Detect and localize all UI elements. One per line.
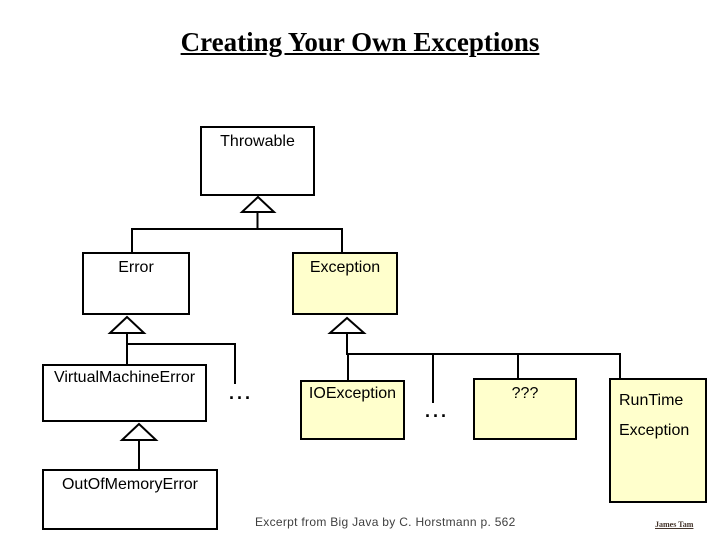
class-node-io-exception: IOException bbox=[300, 380, 405, 440]
class-node-label: IOException bbox=[308, 385, 397, 402]
class-node-label-line1: RunTime bbox=[619, 392, 684, 409]
class-node-label: VirtualMachineError bbox=[53, 369, 196, 386]
inheritance-arrow-throwable bbox=[239, 195, 277, 213]
class-node-label-line2: Exception bbox=[619, 422, 690, 439]
author-credit: James Tam bbox=[655, 520, 694, 529]
class-node-label: Throwable bbox=[220, 133, 295, 150]
class-node-out-of-memory-error: OutOfMemoryError bbox=[42, 469, 218, 530]
class-node-label: Error bbox=[118, 259, 154, 276]
inheritance-arrow-exception bbox=[327, 316, 367, 334]
page-title: Creating Your Own Exceptions bbox=[180, 27, 540, 57]
class-node-label: OutOfMemoryError bbox=[61, 476, 198, 493]
class-node-runtime-exception: RunTime Exception bbox=[609, 378, 707, 503]
ellipsis-exception-children: ... bbox=[425, 401, 450, 421]
inheritance-arrow-error bbox=[107, 315, 147, 334]
ellipsis-error-children: ... bbox=[229, 383, 254, 403]
class-node-virtual-machine-error: VirtualMachineError bbox=[42, 364, 207, 422]
inheritance-arrow-virtual-machine-error bbox=[119, 422, 159, 441]
class-node-label: Exception bbox=[309, 259, 381, 276]
class-node-label: ??? bbox=[511, 385, 539, 402]
citation-text: Excerpt from Big Java by C. Horstmann p.… bbox=[255, 515, 516, 529]
class-node-exception: Exception bbox=[292, 252, 398, 315]
class-node-error: Error bbox=[82, 252, 190, 315]
class-node-unknown: ??? bbox=[473, 378, 577, 440]
class-node-throwable: Throwable bbox=[200, 126, 315, 196]
